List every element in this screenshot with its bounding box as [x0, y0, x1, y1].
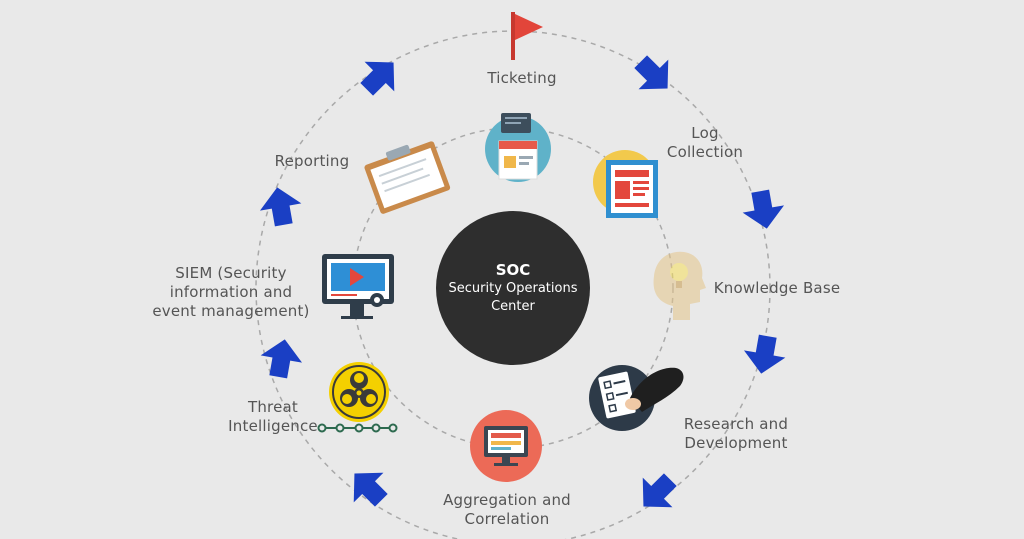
checklist-hand-icon — [589, 365, 684, 431]
stage-label-ticketing: Ticketing — [487, 69, 557, 87]
security-cards-icon — [485, 113, 551, 182]
center-title: SOC — [495, 260, 531, 279]
lightbulb-head-icon — [653, 251, 706, 320]
stage-label-reporting: Reporting — [274, 152, 350, 170]
stage-label-research-and-development: Research and Development — [683, 415, 789, 452]
center-subtitle-line-1: Security Operations — [448, 280, 578, 296]
stage-label-aggregation-and-correlation: Aggregation and Correlation — [443, 491, 571, 528]
arrow-icon — [360, 61, 395, 96]
stage-label-siem: SIEM (Security information and event man… — [152, 264, 310, 320]
stage-label-log-collection: Log Collection — [666, 124, 744, 161]
flow-arrows — [259, 55, 786, 508]
arrow-icon — [634, 55, 669, 90]
biohazard-icon — [317, 362, 398, 433]
arrow-icon — [353, 472, 388, 507]
newspaper-icon — [593, 150, 658, 218]
clipboard-icon — [364, 141, 451, 214]
arrow-icon — [742, 189, 785, 229]
soc-center: SOC Security Operations Center — [436, 211, 590, 365]
arrow-icon — [642, 473, 677, 508]
arrow-icon — [743, 334, 786, 374]
center-subtitle-line-2: Center — [491, 298, 535, 314]
arrow-icon — [259, 187, 302, 227]
arrow-icon — [260, 339, 303, 379]
red-flag-icon — [511, 12, 543, 60]
stage-label-threat-intelligence: Threat Intelligence — [228, 398, 318, 435]
monitor-play-icon — [322, 254, 394, 319]
monitor-dashboard-icon — [470, 410, 542, 482]
stage-label-knowledge-base: Knowledge Base — [713, 279, 841, 297]
